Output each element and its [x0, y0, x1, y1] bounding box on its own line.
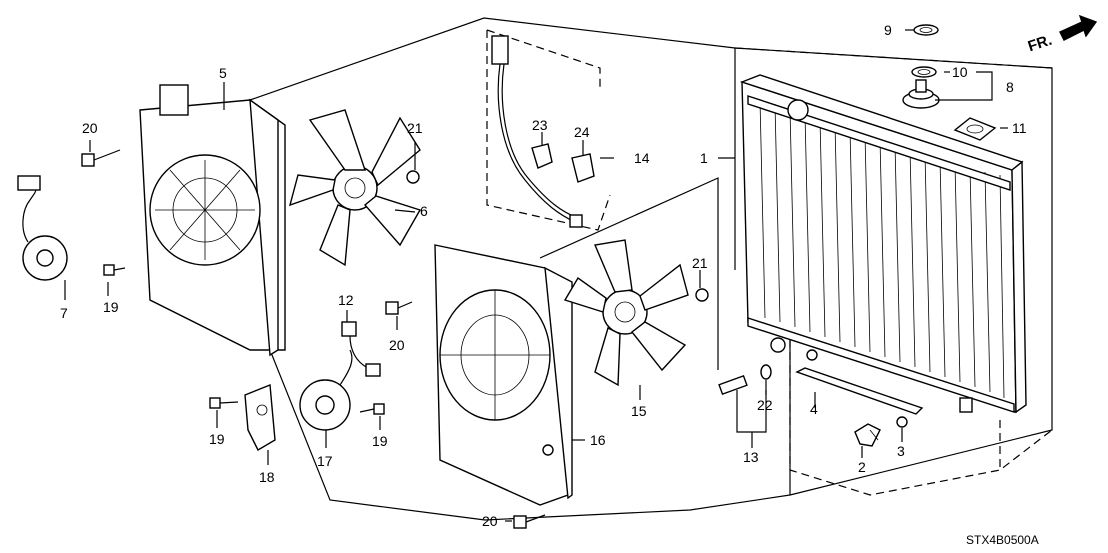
motor-connector	[341, 321, 381, 377]
nut-21-lower	[695, 288, 709, 302]
callout-19-left: 19	[103, 299, 119, 315]
callout-22: 22	[757, 397, 773, 413]
cooling-fan-lower	[563, 239, 689, 387]
front-direction-label: FR.	[1026, 32, 1054, 56]
bolt-19-motor	[359, 403, 385, 415]
callout-21-lower: 21	[692, 255, 708, 271]
bolt-19-left	[103, 264, 126, 276]
callout-10: 10	[952, 64, 968, 80]
callout-14: 14	[634, 150, 650, 166]
radiator-core-fins	[759, 99, 1005, 399]
fan-shroud-right	[434, 244, 573, 506]
callout-15: 15	[631, 403, 647, 419]
callout-17: 17	[317, 453, 333, 469]
radiator	[739, 74, 1027, 414]
bolt-20-upper	[81, 149, 121, 167]
leader-lines	[64, 29, 1008, 522]
callout-2: 2	[858, 459, 866, 475]
radiator-cap	[902, 79, 940, 109]
callout-5: 5	[219, 65, 227, 81]
callout-12: 12	[338, 292, 354, 308]
callout-8: 8	[1006, 79, 1014, 95]
cap-washer-9	[913, 24, 939, 36]
callout-7: 7	[60, 305, 68, 321]
o-ring	[760, 364, 772, 380]
callout-9: 9	[884, 22, 892, 38]
motor-bracket	[244, 384, 276, 451]
fan-wire-harness	[491, 35, 583, 228]
callout-3: 3	[897, 443, 905, 459]
callout-13: 13	[743, 449, 759, 465]
lower-bracket	[795, 367, 924, 415]
cooling-fan-upper	[288, 109, 422, 267]
fan-shroud-left	[139, 84, 286, 357]
harness-clip-24	[571, 153, 595, 183]
callout-11: 11	[1012, 120, 1027, 136]
cap-seal-11	[953, 117, 997, 141]
callout-21-upper: 21	[407, 120, 423, 136]
callout-18: 18	[259, 469, 275, 485]
callout-1: 1	[700, 150, 708, 166]
harness-clip-23	[531, 143, 553, 169]
callout-20-upper: 20	[82, 120, 98, 136]
callout-23: 23	[532, 117, 548, 133]
front-direction-arrow	[1059, 14, 1098, 41]
callout-19-motor: 19	[372, 433, 388, 449]
fan-motor-left	[17, 175, 68, 281]
bolt-19-bracket	[209, 397, 239, 409]
callout-20-center: 20	[389, 337, 405, 353]
radiator-subassembly-box	[734, 47, 1053, 496]
bolt-20-lower	[513, 514, 546, 529]
diagram-code: STX4B0500A	[966, 533, 1039, 547]
cap-washer-10	[911, 66, 937, 78]
callout-24: 24	[574, 124, 590, 140]
callout-6: 6	[420, 203, 428, 219]
thermo-switch	[718, 374, 748, 396]
nut-21-upper	[406, 170, 420, 184]
drain-washer	[896, 416, 908, 428]
callout-4: 4	[810, 401, 818, 417]
callout-20-lower: 20	[482, 513, 498, 529]
callout-19-bracket: 19	[209, 431, 225, 447]
harness-subassembly-box	[486, 29, 611, 231]
callout-16: 16	[590, 432, 606, 448]
callout-labels: 1 2 3 4 5 6 7 8 9 10 11 12 13 14 15 16 1…	[60, 22, 1054, 547]
drain-plug	[854, 423, 881, 447]
bolt-20-center	[385, 301, 413, 315]
fan-motor-center	[299, 349, 353, 431]
